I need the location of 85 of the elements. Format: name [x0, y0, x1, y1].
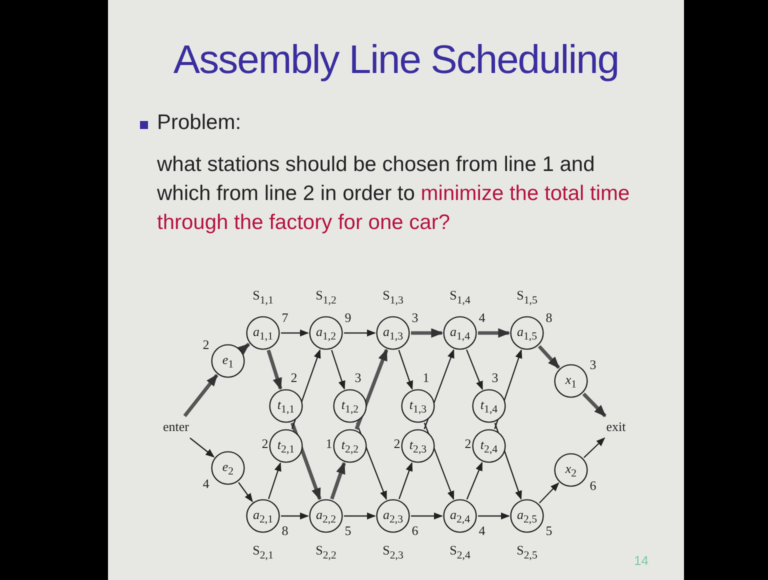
station-circle: a$_{2,5}$ — [510, 499, 544, 533]
station-circle: a$_{2,1}$ — [246, 499, 280, 533]
time-label: 4 — [478, 523, 486, 539]
station-circle: a$_{1,3}$ — [376, 316, 410, 350]
station-circle: t$_{2,3}$ — [401, 429, 435, 463]
station-circle: t$_{1,3}$ — [401, 389, 435, 423]
station-circle: e$_{1}$ — [211, 344, 245, 378]
time-label: 6 — [590, 478, 596, 494]
station-circle: x$_{2}$ — [554, 453, 588, 487]
time-label: 5 — [344, 523, 352, 539]
station-label: S$_{1,2}$ — [316, 288, 336, 306]
terminal-label: enter — [158, 418, 194, 436]
arrow — [344, 512, 376, 520]
arrow — [478, 512, 510, 520]
time-label: 2 — [202, 337, 210, 353]
station-circle: t$_{2,2}$ — [333, 429, 367, 463]
time-label: 2 — [262, 436, 268, 452]
arrow — [281, 329, 309, 337]
station-circle: a$_{2,3}$ — [376, 499, 410, 533]
station-circle: a$_{2,4}$ — [443, 499, 477, 533]
station-circle: t$_{2,4}$ — [472, 429, 506, 463]
station-circle: a$_{1,5}$ — [510, 316, 544, 350]
arrow — [238, 482, 253, 502]
time-label: 9 — [344, 310, 352, 326]
arrow — [238, 342, 250, 355]
arrow — [582, 392, 606, 418]
arrow — [344, 329, 376, 337]
arrow — [478, 328, 510, 338]
station-label: S$_{2,2}$ — [316, 542, 336, 562]
terminal-label: exit — [598, 418, 634, 436]
time-label: 6 — [412, 523, 418, 539]
arrow — [281, 512, 309, 520]
station-label: S$_{2,5}$ — [516, 542, 538, 562]
station-circle: t$_{1,4}$ — [472, 389, 506, 423]
station-circle: x$_{1}$ — [554, 364, 588, 398]
station-label: S$_{2,1}$ — [252, 542, 274, 562]
arrow — [268, 462, 282, 500]
station-circle: a$_{1,4}$ — [443, 316, 477, 350]
station-circle: t$_{1,2}$ — [333, 389, 367, 423]
time-label: 1 — [422, 370, 430, 386]
time-label: 2 — [290, 370, 298, 386]
arrow — [354, 348, 388, 430]
arrow — [266, 350, 282, 390]
arrow — [411, 512, 443, 520]
bullet-heading: Problem: — [157, 111, 242, 135]
station-circle: a$_{1,2}$ — [309, 316, 343, 350]
station-label: S$_{1,1}$ — [252, 288, 274, 306]
station-label: S$_{1,4}$ — [450, 288, 470, 306]
arrow — [538, 482, 560, 504]
slide-title: Assembly Line Scheduling — [172, 38, 620, 83]
station-label: S$_{1,3}$ — [382, 288, 404, 306]
arrow — [398, 350, 413, 390]
arrow — [466, 462, 483, 500]
station-circle: e$_{2}$ — [211, 451, 245, 485]
page-number: 14 — [634, 553, 648, 568]
problem-text: what stations should be chosen from line 1 and which from line 2 in order to minimize the total time through the factory for one car? — [157, 152, 631, 236]
station-circle: t$_{1,1}$ — [269, 389, 303, 423]
time-label: 3 — [492, 370, 498, 386]
station-circle: t$_{2,1}$ — [269, 429, 303, 463]
arrow — [183, 374, 218, 418]
time-label: 3 — [354, 370, 362, 386]
station-circle: a$_{2,2}$ — [309, 499, 343, 533]
time-label: 3 — [590, 357, 596, 373]
arrow — [584, 437, 606, 458]
time-label: 1 — [326, 436, 332, 452]
arrow — [190, 438, 215, 458]
time-label: 8 — [282, 523, 288, 539]
time-label: 3 — [412, 310, 418, 326]
arrow — [411, 328, 444, 338]
arrow — [398, 462, 413, 500]
time-label: 5 — [546, 523, 552, 539]
station-label: S$_{2,3}$ — [382, 542, 404, 562]
arrow — [330, 462, 346, 500]
arrow — [466, 349, 483, 390]
arrow — [331, 350, 346, 390]
station-label: S$_{2,4}$ — [450, 542, 470, 562]
arrow — [538, 345, 560, 369]
time-label: 8 — [546, 310, 552, 326]
station-label: S$_{1,5}$ — [516, 288, 538, 306]
time-label: 4 — [478, 310, 486, 326]
time-label: 2 — [394, 436, 400, 452]
time-label: 2 — [464, 436, 472, 452]
time-label: 4 — [202, 476, 210, 492]
station-circle: a$_{1,1}$ — [246, 316, 280, 350]
time-label: 7 — [282, 310, 288, 326]
